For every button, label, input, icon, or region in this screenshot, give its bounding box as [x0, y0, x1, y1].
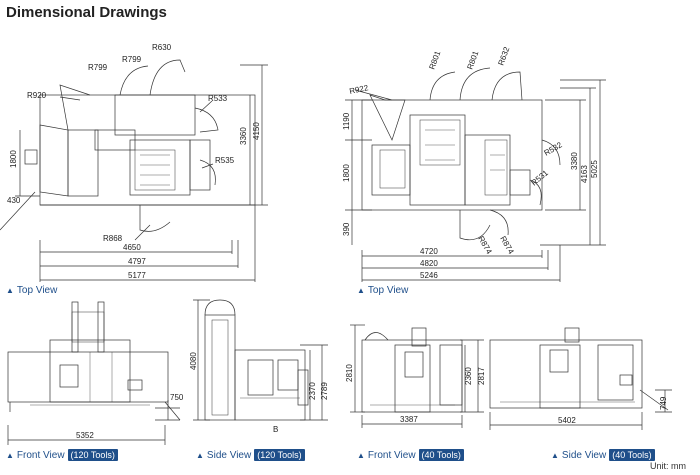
- dim-r801-b: R801: [465, 49, 480, 71]
- unit-label: Unit: mm: [650, 461, 686, 471]
- dim-r868: R868: [103, 234, 123, 243]
- dim-4650: 4650: [123, 243, 141, 252]
- top-view-left-drawing: [0, 59, 268, 282]
- dim-3380: 3380: [570, 152, 579, 170]
- page-title: Dimensional Drawings: [6, 4, 167, 21]
- dim-1800-right: 1800: [342, 164, 351, 182]
- front-view-120-drawing: [7, 301, 181, 445]
- dim-5402: 5402: [558, 416, 576, 425]
- caption-badge: (120 Tools): [254, 449, 305, 461]
- dim-r801-a: R801: [427, 49, 442, 71]
- caption-top-view-right: ▲ Top View: [357, 285, 408, 296]
- caption-text: Front View: [367, 449, 416, 461]
- dim-r920: R920: [27, 91, 47, 100]
- caption-text: Front View: [16, 449, 65, 461]
- caption-text: Side View: [561, 449, 607, 461]
- dim-3387: 3387: [400, 415, 418, 424]
- dim-r533: R533: [208, 94, 228, 103]
- label-b: B: [273, 425, 278, 434]
- dim-4720: 4720: [420, 247, 438, 256]
- dim-2360: 2360: [464, 367, 473, 385]
- caption-top-view-left: ▲ Top View: [6, 285, 57, 296]
- triangle-up-icon: ▲: [6, 286, 14, 295]
- dim-4820: 4820: [420, 259, 438, 268]
- dim-5352: 5352: [76, 431, 94, 440]
- dim-r531: R531: [530, 168, 551, 188]
- dim-5177: 5177: [128, 271, 146, 280]
- triangle-up-icon: ▲: [551, 450, 559, 460]
- dim-2370: 2370: [308, 382, 317, 400]
- dim-4080: 4080: [189, 352, 198, 370]
- caption-badge: (120 Tools): [67, 449, 118, 461]
- dim-r874-b: R874: [498, 235, 516, 257]
- triangle-up-icon: ▲: [357, 450, 365, 460]
- dim-4150: 4150: [252, 122, 261, 140]
- dim-r532: R532: [543, 140, 565, 158]
- dim-1190: 1190: [342, 112, 351, 130]
- caption-text: Top View: [16, 285, 58, 296]
- dim-3360: 3360: [239, 127, 248, 145]
- triangle-up-icon: ▲: [196, 450, 204, 460]
- dim-750: 750: [170, 393, 184, 402]
- side-view-40-drawing: [489, 327, 672, 430]
- caption-text: Top View: [367, 285, 409, 296]
- caption-badge: (40 Tools): [418, 449, 464, 461]
- dim-1800-left: 1800: [9, 150, 18, 168]
- dim-4163: 4163: [580, 165, 589, 183]
- dim-2789: 2789: [320, 382, 329, 400]
- dim-2810: 2810: [345, 364, 354, 382]
- dim-390: 390: [342, 222, 351, 236]
- dim-2817: 2817: [477, 367, 486, 385]
- dim-r799-a: R799: [88, 63, 108, 72]
- caption-badge: (40 Tools): [609, 449, 655, 461]
- dim-5246: 5246: [420, 271, 438, 280]
- front-view-40-drawing: [350, 324, 484, 428]
- caption-text: Side View: [206, 449, 252, 461]
- dim-r632: R632: [496, 45, 511, 67]
- dim-749: 749: [659, 396, 668, 410]
- dim-r922: R922: [349, 83, 370, 96]
- dim-r630: R630: [152, 43, 172, 52]
- side-view-120-drawing: [193, 299, 328, 421]
- dim-4797: 4797: [128, 257, 146, 266]
- dim-5025: 5025: [590, 160, 599, 178]
- caption-side-view-120: ▲ Side View (120 Tools): [196, 449, 305, 461]
- dim-r874-a: R874: [476, 235, 494, 257]
- caption-front-view-40: ▲ Front View (40 Tools): [357, 449, 464, 461]
- top-view-right-drawing: [345, 67, 606, 282]
- caption-side-view-40: ▲ Side View (40 Tools): [551, 449, 655, 461]
- dim-r799-b: R799: [122, 55, 142, 64]
- triangle-up-icon: ▲: [6, 450, 14, 460]
- caption-front-view-120: ▲ Front View (120 Tools): [6, 449, 118, 461]
- dim-r535: R535: [215, 156, 235, 165]
- triangle-up-icon: ▲: [357, 286, 365, 295]
- dim-430: 430: [7, 196, 21, 205]
